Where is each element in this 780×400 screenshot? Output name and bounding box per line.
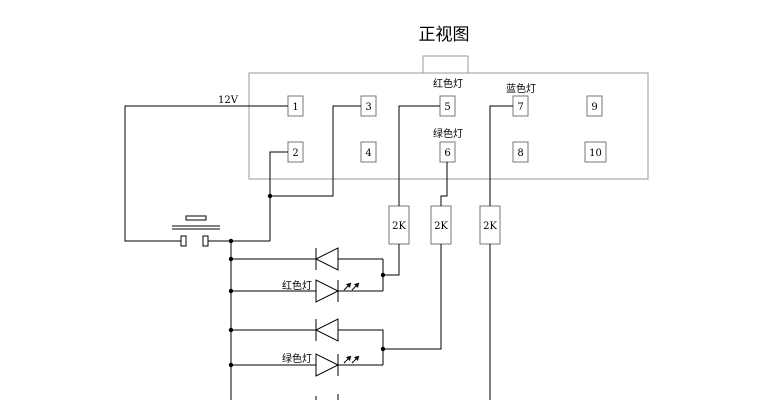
junction-dot <box>380 346 386 352</box>
pin-7: 7 <box>512 95 529 117</box>
resistor-1: 2K <box>388 205 410 245</box>
pin-4-label: 4 <box>365 148 371 159</box>
resistor-3-label: 2K <box>483 221 497 232</box>
pin-2-label: 2 <box>292 148 298 159</box>
pin-5: 5 <box>439 95 456 117</box>
wire-pin6 <box>440 162 448 206</box>
pin-9-label: 9 <box>591 102 597 113</box>
wire-12v <box>124 105 288 242</box>
resistor-3: 2K <box>479 205 501 245</box>
wire-pin2 <box>269 151 288 241</box>
pin-7-label: 7 <box>517 102 523 113</box>
pin-1: 1 <box>287 95 304 117</box>
led-red <box>315 279 340 303</box>
wire-r1-out <box>383 244 400 276</box>
diagram-title: 正视图 <box>419 25 470 45</box>
green-group: 绿色灯 <box>228 318 386 377</box>
pin-8-label: 8 <box>517 148 523 159</box>
junction-dot <box>267 193 273 199</box>
resistor-2-label: 2K <box>434 221 448 232</box>
wire-pin5 <box>398 105 440 206</box>
pin-10-label: 10 <box>589 148 602 159</box>
diode-green-channel <box>314 318 339 342</box>
pin6-green-lamp-label: 绿色灯 <box>433 127 463 140</box>
junction-dot <box>228 327 234 333</box>
led-green-label: 绿色灯 <box>282 352 312 365</box>
diode-red-channel <box>314 247 339 271</box>
light-arrows-icon <box>343 355 360 364</box>
pin-2: 2 <box>287 141 304 163</box>
pin-9: 9 <box>586 95 603 117</box>
resistor-2: 2K <box>430 205 452 245</box>
junction-dot <box>228 288 234 294</box>
pin-6-label: 6 <box>444 148 450 159</box>
junction-dot <box>228 362 234 368</box>
wire-r2-out <box>383 244 442 350</box>
pin-6: 6 <box>439 141 456 163</box>
diode-partial <box>315 394 339 400</box>
wire-pin3 <box>270 105 361 197</box>
push-button-switch <box>172 215 220 247</box>
pin-3: 3 <box>360 95 377 117</box>
pin-3-label: 3 <box>365 102 371 113</box>
pin7-blue-lamp-label: 蓝色灯 <box>506 82 536 95</box>
pin-1-label: 1 <box>292 102 298 113</box>
pin-4: 4 <box>360 141 377 163</box>
pin-5-label: 5 <box>444 102 450 113</box>
resistor-1-label: 2K <box>392 221 406 232</box>
junction-dot <box>380 272 386 278</box>
led-green <box>315 353 340 377</box>
voltage-label: 12V <box>218 95 239 106</box>
led-red-label: 红色灯 <box>282 279 312 292</box>
connector-tab <box>422 55 469 74</box>
pin5-red-lamp-label: 红色灯 <box>433 77 463 90</box>
junction-dot <box>228 256 234 262</box>
pin-8: 8 <box>512 141 529 163</box>
pin-10: 10 <box>584 141 607 163</box>
light-arrows-icon <box>343 282 360 291</box>
wire-pin7 <box>489 105 513 206</box>
red-group: 红色灯 <box>228 247 386 303</box>
